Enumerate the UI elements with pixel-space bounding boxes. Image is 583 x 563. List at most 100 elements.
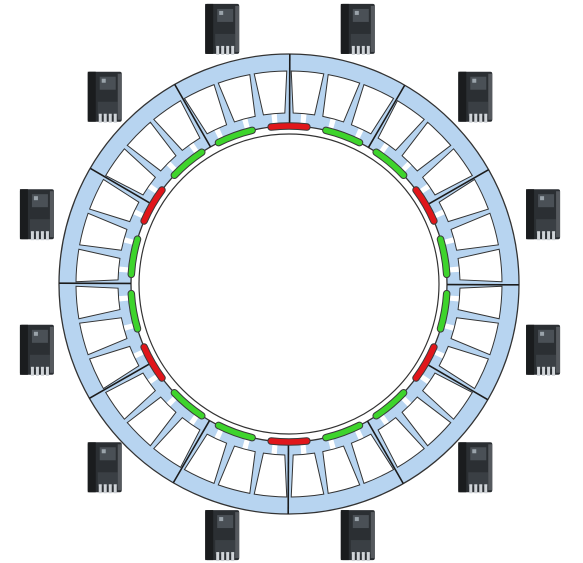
- stator-slot: [457, 285, 503, 320]
- drive-display: [99, 447, 116, 461]
- stator-slot: [438, 345, 490, 390]
- drive-connector: [361, 552, 365, 562]
- drive-indicator: [540, 331, 545, 336]
- coil-red: [268, 438, 310, 445]
- drive-terminals: [350, 33, 371, 48]
- drive-connector: [98, 113, 102, 123]
- drive-side-panel: [205, 510, 214, 561]
- stator-slot: [88, 345, 140, 390]
- drive-indicator: [219, 517, 224, 522]
- drive-side-panel: [87, 442, 96, 493]
- winding-coils: [127, 122, 451, 446]
- drive-indicator: [472, 449, 477, 454]
- segment-boundary: [425, 362, 489, 401]
- rotor-bore: [138, 133, 440, 435]
- drive-side-panel: [340, 510, 349, 561]
- stator-slot: [450, 317, 499, 356]
- drive-terminals: [29, 354, 50, 369]
- stator-slot: [438, 178, 490, 223]
- drive-edge: [556, 191, 561, 238]
- stator-slot: [79, 212, 128, 251]
- drive-edge: [117, 444, 122, 491]
- drive-display: [538, 194, 555, 208]
- drive-display: [470, 447, 487, 461]
- drive-edge: [235, 5, 240, 52]
- drive-terminals: [215, 33, 236, 48]
- drive-unit: [205, 3, 240, 55]
- drive-connector: [30, 231, 34, 241]
- drive-connector: [542, 366, 546, 376]
- coil-green: [323, 422, 363, 441]
- coil-green: [437, 236, 450, 278]
- drive-connector: [98, 484, 102, 494]
- stator-slot: [350, 433, 395, 485]
- drive-connector: [356, 552, 360, 562]
- stator-slot: [421, 372, 474, 420]
- drive-edge: [49, 191, 54, 238]
- stator-slot: [104, 372, 157, 420]
- stator-slot: [126, 396, 177, 447]
- drive-unit: [526, 189, 561, 241]
- drive-display: [31, 194, 48, 208]
- drive-connector: [547, 231, 551, 241]
- drive-side-panel: [526, 189, 535, 240]
- drive-connector: [40, 231, 44, 241]
- drive-unit: [87, 71, 122, 123]
- drive-unit: [340, 3, 375, 55]
- drive-side-panel: [526, 324, 535, 375]
- drive-connector: [40, 366, 44, 376]
- drive-connector: [537, 231, 541, 241]
- drive-connector: [484, 113, 488, 123]
- stator-slot: [126, 121, 177, 172]
- stator-slot: [322, 445, 361, 494]
- coil-green: [373, 390, 407, 419]
- coil-green: [215, 422, 255, 441]
- drive-terminals: [536, 219, 557, 234]
- drive-connector: [479, 113, 483, 123]
- drive-terminals: [350, 540, 371, 555]
- drive-connector: [231, 552, 235, 562]
- drive-connector: [216, 552, 220, 562]
- drive-unit: [19, 324, 54, 376]
- drive-connector: [484, 484, 488, 494]
- drive-unit: [87, 442, 122, 494]
- stator-slot: [450, 212, 499, 251]
- segment-boundary: [89, 361, 153, 399]
- stator-slot: [153, 99, 201, 152]
- drive-connector: [30, 366, 34, 376]
- drive-side-panel: [340, 3, 349, 54]
- drive-display: [99, 76, 116, 90]
- drive-connector: [226, 45, 230, 55]
- drive-terminals: [97, 101, 118, 116]
- drive-terminals: [468, 472, 489, 487]
- stator-slot: [401, 396, 452, 447]
- drive-edge: [49, 326, 54, 373]
- drive-connector: [113, 484, 117, 494]
- drive-connector: [547, 366, 551, 376]
- drive-indicator: [472, 78, 477, 83]
- drive-side-panel: [19, 189, 28, 240]
- coil-red: [141, 344, 165, 381]
- drive-connector: [552, 366, 556, 376]
- coil-green: [128, 290, 141, 332]
- coil-green: [171, 390, 205, 419]
- drive-unit: [19, 189, 54, 241]
- drive-edge: [235, 512, 240, 559]
- drive-edge: [370, 512, 375, 559]
- stator-slot: [401, 121, 452, 172]
- drive-edge: [117, 73, 122, 120]
- drive-indicator: [219, 10, 224, 15]
- coil-red: [268, 123, 310, 130]
- drive-connector: [103, 484, 107, 494]
- stator-slot: [75, 248, 121, 283]
- drive-terminals: [536, 354, 557, 369]
- drive-indicator: [33, 196, 38, 201]
- drive-connector: [108, 113, 112, 123]
- drive-terminals: [468, 101, 489, 116]
- drive-unit: [205, 510, 240, 562]
- drive-side-panel: [205, 3, 214, 54]
- coil-green: [171, 149, 205, 178]
- stator-slot: [421, 148, 474, 196]
